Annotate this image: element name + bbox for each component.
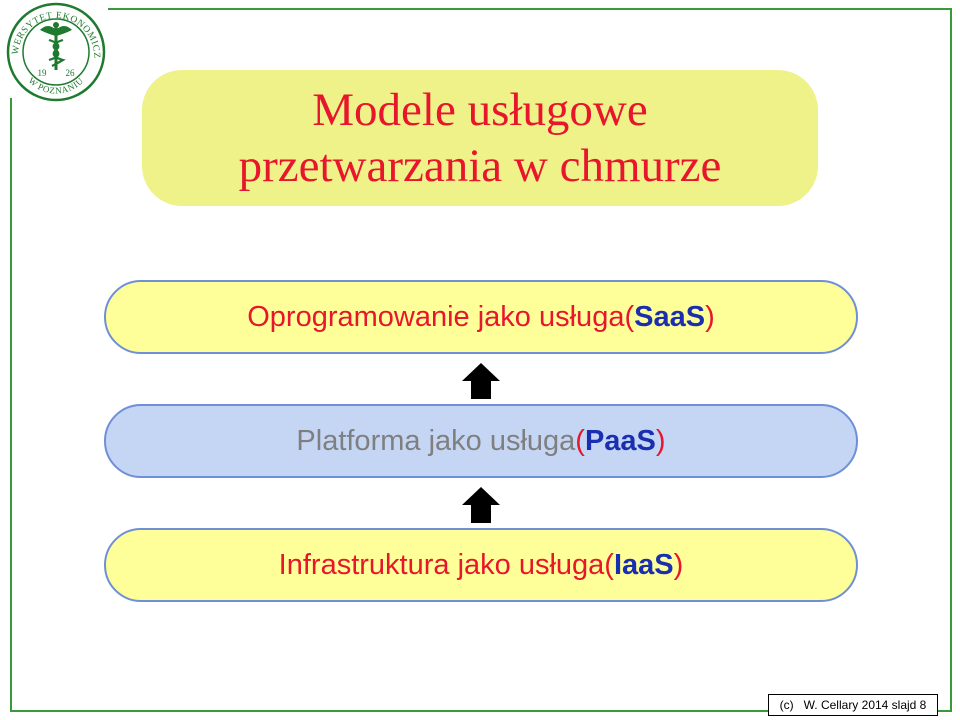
- layer-iaas-name: Infrastruktura jako usługa: [278, 548, 605, 581]
- title-box: Modele usługowe przetwarzania w chmurze: [142, 70, 818, 206]
- frame-right-line: [950, 8, 952, 712]
- frame-top-line: [108, 8, 952, 10]
- arrow-up-icon: [462, 363, 500, 399]
- arrow-up-icon: [462, 487, 500, 523]
- title-line-1: Modele usługowe: [312, 84, 648, 136]
- layer-saas-paren-open: (: [624, 300, 635, 333]
- layer-paas-abbr: PaaS: [584, 424, 656, 457]
- logo-year-right: 26: [66, 68, 76, 78]
- frame-left-line: [10, 98, 12, 712]
- layer-iaas-paren-close: ): [673, 548, 684, 581]
- layer-paas-paren-open: (: [575, 424, 585, 457]
- frame-bottom-line: [10, 710, 952, 712]
- layer-paas-name: Platforma jako usługa: [296, 424, 576, 457]
- layer-saas: Oprogramowanie jako usługa (SaaS): [104, 280, 858, 354]
- layer-saas-abbr: SaaS: [634, 300, 706, 333]
- title-line-2: przetwarzania w chmurze: [238, 140, 722, 192]
- layer-paas: Platforma jako usługa (PaaS): [104, 404, 858, 478]
- university-logo: UNIWERSYTET EKONOMICZNY W POZNANIU 19 26: [2, 0, 106, 102]
- layer-iaas: Infrastruktura jako usługa (IaaS): [104, 528, 858, 602]
- layer-saas-paren-close: ): [705, 300, 715, 333]
- layer-paas-paren-close: ): [655, 424, 666, 457]
- logo-year-left: 19: [38, 68, 48, 78]
- footer-credit: (c) W. Cellary 2014 slajd 8: [768, 694, 938, 716]
- caduceus-emblem-icon: [40, 22, 72, 70]
- layer-iaas-abbr: IaaS: [613, 548, 674, 581]
- layer-saas-name: Oprogramowanie jako usługa: [247, 300, 625, 333]
- layer-iaas-paren-open: (: [604, 548, 614, 581]
